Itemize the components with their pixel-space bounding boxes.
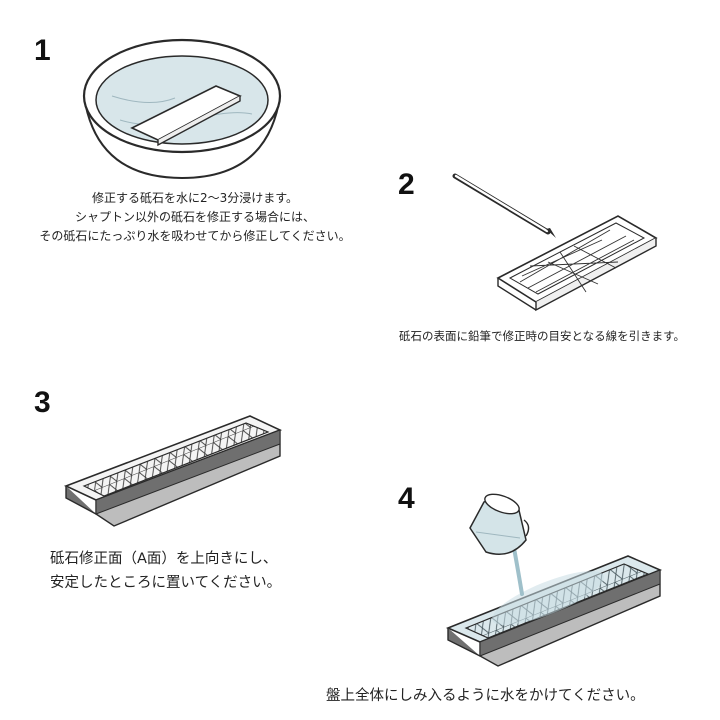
step-2-caption: 砥石の表面に鉛筆で修正時の目安となる線を引きます。 <box>367 327 717 346</box>
pencil-icon <box>452 173 556 238</box>
step-2-number: 2 <box>398 168 415 201</box>
step-4-number: 4 <box>398 482 415 515</box>
step-1-line-3: その砥石にたっぷり水を吸わせてから修正してください。 <box>39 229 351 243</box>
step-3-line-1: 砥石修正面（A面）を上向きにし、 <box>50 551 278 567</box>
step-2-line-1: 砥石の表面に鉛筆で修正時の目安となる線を引きます。 <box>398 329 685 343</box>
step-4-line-1: 盤上全体にしみ入るように水をかけてください。 <box>326 688 645 704</box>
cup-icon <box>469 493 530 555</box>
step-1-caption: 修正する砥石を水に2～3分浸けます。 シャプトン以外の砥石を修正する場合には、 … <box>30 189 360 246</box>
step-1-line-1: 修正する砥石を水に2～3分浸けます。 <box>91 191 299 205</box>
plate-face-up <box>63 415 283 527</box>
step-1-number: 1 <box>34 34 51 67</box>
step-3-line-2: 安定したところに置いてください。 <box>50 575 282 591</box>
step-1-line-2: シャプトン以外の砥石を修正する場合には、 <box>74 210 315 224</box>
step-3-caption: 砥石修正面（A面）を上向きにし、 安定したところに置いてください。 <box>50 547 281 595</box>
plate-with-water <box>445 493 663 667</box>
step-3-number: 3 <box>34 386 51 419</box>
water-stream <box>512 546 524 596</box>
bowl-illustration <box>82 38 282 180</box>
plate-with-pencil-lines <box>452 173 658 312</box>
step-4-caption: 盤上全体にしみ入るように水をかけてください。 <box>326 684 645 708</box>
